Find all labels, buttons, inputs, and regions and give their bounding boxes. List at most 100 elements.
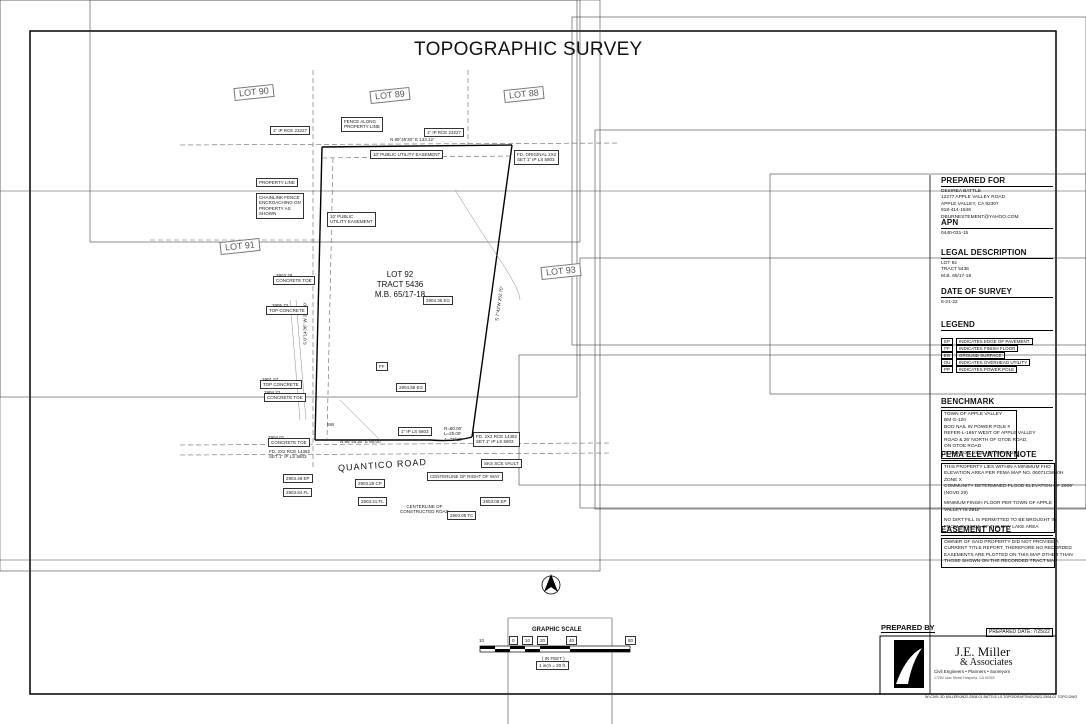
fema-body: THIS PROPERTY LIES WITHIN A MINIMUM FHD …	[941, 463, 1073, 534]
callout-top-concrete-1: TOP CONCRETE	[266, 306, 308, 316]
benchmark-body: TOWN OF APPLE VALLEY BM G-120 BOO NAIL I…	[941, 410, 1036, 460]
callout-fd-original: FD. ORIGINAL 2X2 SET 1" IP LS 5803	[514, 150, 560, 165]
fema-line: VALLEY IS 2911'	[944, 507, 981, 513]
callout-fence-property: FENCE ALONG PROPERTY LINE	[341, 117, 383, 132]
legend-value: INDICATES EDGE OF PAVEMENT	[956, 338, 1033, 345]
elevation-12: 2904.01	[268, 435, 285, 440]
label-ff: FF	[376, 362, 388, 372]
apn-value: 0440-031-15	[941, 231, 969, 236]
elevation-5: 2903.84 FL	[283, 488, 312, 498]
easement-line: EASEMENTS ARE PLOTTED ON THIS MAP OTHER …	[944, 552, 1073, 558]
fema-section: FEMA ELEVATION NOTE THIS PROPERTY LIES W…	[941, 451, 1073, 534]
elevation-10: 2903.78	[276, 273, 293, 278]
fema-line: MINIMUM FINISH FLOOR PER TOWN OF APPLE	[944, 501, 1053, 507]
prepared-by-heading: PREPARED BY	[881, 623, 935, 633]
scale-unit: ( IN FEET )	[542, 656, 565, 661]
callout-ip-rce-nw: 1" IP RCE 23227	[270, 126, 311, 136]
jem-logo-icon	[894, 640, 924, 688]
legend-key: FF	[941, 345, 953, 352]
legal-line: LOT 92	[941, 261, 957, 266]
elevation-4: 2903.48 EP	[283, 474, 313, 484]
elevation-2: 2904.88 EG	[396, 383, 427, 393]
prepared-for-line: 12277 APPLE VALLEY ROAD	[941, 195, 1006, 201]
elevation-13: 2904.22	[264, 390, 281, 395]
elevation-7: 2903.08 EP	[480, 497, 510, 507]
callout-ip-ls-s: 1" IP LS 5803	[398, 427, 432, 437]
callout-pue-north: 10' PUBLIC UTILITY EASEMENT	[370, 150, 444, 160]
legal-line: M.B. 65/17-18	[941, 273, 972, 279]
legend-key: EP	[941, 338, 953, 345]
prepared-for-body: DESIREA BATTLE 12277 APPLE VALLEY ROAD A…	[941, 189, 1053, 221]
callout-concrete-toe-2: CONCRETE TOE	[264, 393, 306, 403]
company-name-2: & Associates	[960, 657, 1013, 668]
elevation-11: 2905.72	[272, 303, 289, 308]
legend-value: INDICATES FINISH FLOOR	[956, 345, 1019, 352]
easement-line: OWNER OF SAID PROPERTY DID NOT PROVIDE A	[944, 540, 1059, 545]
benchmark-line: REFER-L-1957 WEST OF APPLE VALLEY	[944, 431, 1036, 437]
callout-centerline-row: CENTERLINE OF RIGHT OF WAY	[427, 472, 503, 482]
callout-centerline-constructed: CENTERLINE OF CONSTRUCTED ROAD	[400, 504, 449, 515]
company-tagline: Civil Engineers • Planners • Surveyors	[934, 669, 1011, 674]
prepared-for-section: PREPARED FOR DESIREA BATTLE 12277 APPLE …	[941, 177, 1053, 221]
legal-description-section: LEGAL DESCRIPTION LOT 92 TRACT 5436 M.B.…	[941, 249, 1053, 280]
fema-line: FROM OUTSIDE OF THE DRY LAKE AREA	[944, 524, 1039, 530]
page-title: TOPOGRAPHIC SURVEY	[414, 39, 643, 60]
callout-top-concrete-2: TOP CONCRETE	[260, 380, 302, 390]
scale-tick: 10	[522, 636, 534, 646]
prepared-date: PREPARED DATE: 7/25/22	[986, 628, 1053, 637]
date-of-survey-value: 6-21-22	[941, 300, 958, 305]
easement-line: THOSE SHOWN ON THE RECORDED TRACT MAP	[944, 559, 1058, 565]
sheet-border	[29, 30, 1057, 695]
benchmark-line: BOO NAIL IN POWER POLE #	[944, 424, 1011, 430]
fema-line: ELEVATION AREA PER FEMA MAP NO. 06071C58…	[944, 471, 1064, 477]
subject-lot-line: LOT 92	[386, 270, 414, 279]
easement-heading: EASEMENT NOTE	[941, 526, 1053, 536]
fema-line: (NGVD 29)	[944, 490, 968, 496]
legend-value: GROUND SURFACE	[956, 352, 1005, 359]
callout-bearing-north: N 89°45'30" E 133.12'	[390, 137, 434, 142]
prepared-by-box	[879, 635, 1057, 695]
callout-bearing-south: N 89°45'30" E 80.00'	[340, 439, 382, 444]
benchmark-line: BM G-120	[944, 418, 966, 424]
legal-description-heading: LEGAL DESCRIPTION	[941, 249, 1053, 259]
graphic-scale-bar	[479, 645, 631, 653]
prepared-for-line: DBURNESTEMENT@YAHOO.COM	[941, 214, 1019, 220]
callout-fd-2x2-se: FD. 2X2 RCE 14382 SET 1" IP LS 5803	[473, 432, 521, 447]
apn-heading: APN	[941, 219, 1053, 229]
elevation-8: 2903.05 TC	[447, 511, 477, 521]
legal-line: TRACT 5436	[941, 267, 969, 273]
scale-tick: 40	[566, 636, 578, 646]
legend-key: EG	[941, 352, 953, 359]
callout-pue-west: 10' PUBLIC UTILITY EASEMENT	[327, 212, 376, 227]
callout-curve-data: R=80.00' L=25.00' Δ=73°29'	[444, 426, 463, 442]
callout-chainlink-fence: CHAINLINK FENCE ENCROACHING ON PROPERTY …	[256, 193, 304, 219]
benchmark-line: ROAD & 26' NORTH OF OTOE ROAD,	[944, 437, 1028, 443]
benchmark-section: BENCHMARK TOWN OF APPLE VALLEY BM G-120 …	[941, 398, 1053, 460]
drawing-file-path: W:\CIVIL 3D MILLER\JN22-2508-01 BATTLE L…	[925, 695, 1078, 699]
graphic-scale-title: GRAPHIC SCALE	[532, 627, 582, 633]
callout-property-line: PROPERTY LINE	[256, 178, 298, 188]
callout-fd-2x2-sw: FD. 2X2 RCE 14382 SET 1" IP LS 5803	[269, 449, 311, 460]
callout-ip-rce-ne: 1" IP RCE 23227	[424, 128, 465, 138]
fema-line: NO DIRT FILL IS PERMITTED TO BE BROUGHT …	[944, 518, 1057, 524]
date-of-survey-section: DATE OF SURVEY 6-21-22	[941, 288, 1053, 306]
fema-line: COMMUNITY DETERMINED FLOOD ELEVATION OF …	[944, 484, 1073, 490]
scale-tick: 80	[625, 636, 637, 646]
terrain-lines	[289, 189, 521, 441]
subject-mapbook-line: M.B. 65/17-18	[374, 290, 426, 299]
scale-tick: 20	[537, 636, 549, 646]
fema-heading: FEMA ELEVATION NOTE	[941, 451, 1053, 461]
prepared-for-heading: PREPARED FOR	[941, 177, 1053, 187]
elevation-1: 2904.36 EG	[423, 296, 454, 306]
date-of-survey-heading: DATE OF SURVEY	[941, 288, 1053, 298]
company-name: J.E. Miller	[955, 644, 1011, 659]
callout-concrete-toe-3: CONCRETE TOE	[268, 438, 310, 448]
property-boundary	[314, 144, 513, 442]
scale-ratio: 1 inch = 20 ft.	[536, 661, 570, 671]
benchmark-line: ON OTOE ROAD	[944, 444, 982, 450]
easement-section: EASEMENT NOTE OWNER OF SAID PROPERTY DID…	[941, 526, 1073, 568]
scale-tick: 10	[479, 638, 485, 643]
